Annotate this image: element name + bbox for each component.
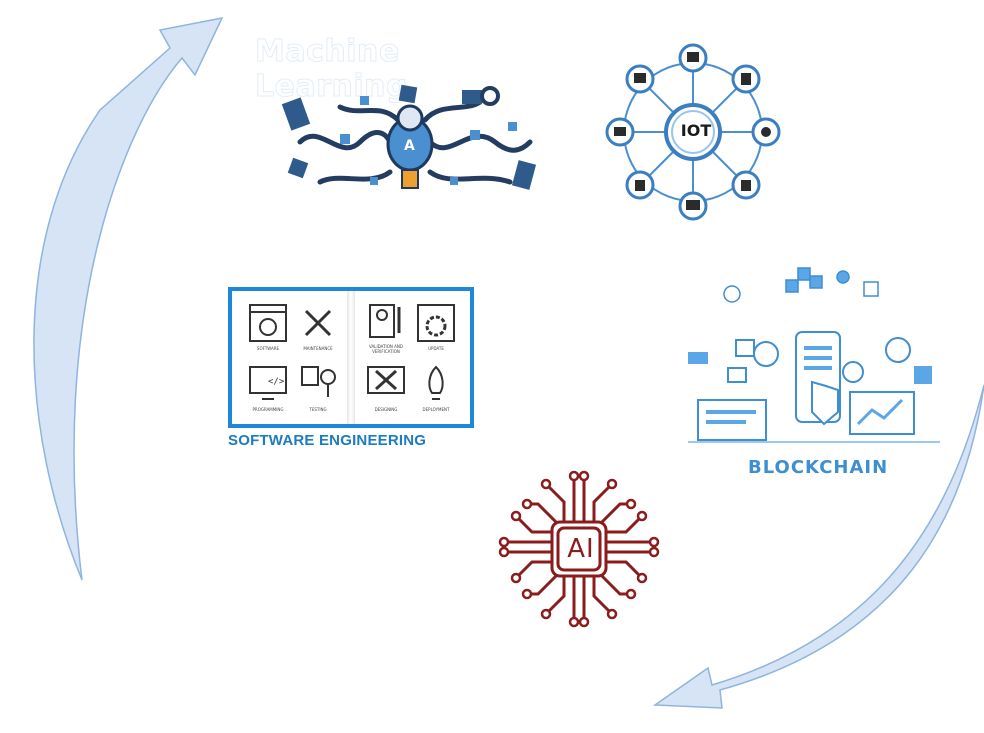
svg-text:</>: </> (268, 377, 285, 387)
blockchain-label: BLOCKCHAIN (748, 457, 889, 478)
book-caption-validation: VALIDATION AND VERIFICATION (369, 344, 403, 354)
book-caption-designing: DESIGNING (374, 407, 398, 412)
programming-icon: </> (249, 366, 287, 400)
book-caption-software: SOFTWARE (256, 346, 280, 351)
maintenance-icon (304, 309, 332, 337)
iot-label: IOT (680, 121, 712, 140)
update-icon (417, 304, 455, 342)
software-engineering-book: </> SOFTWARE MAINTENANCE VALIDATION AND … (228, 287, 474, 428)
book-caption-testing: TESTING (309, 407, 327, 412)
iot-hub-diagram (605, 43, 781, 221)
testing-icon (301, 366, 336, 397)
blockchain-illustration (688, 267, 940, 443)
book-caption-maintenance: MAINTENANCE (303, 346, 333, 351)
book-caption-deployment: DEPLOYMENT (422, 407, 450, 412)
book-caption-update: UPDATE (428, 346, 444, 351)
ai-chip-illustration (498, 470, 660, 628)
ai-label: AI (567, 534, 595, 564)
software-engineering-label: SOFTWARE ENGINEERING (228, 432, 427, 449)
validation-and-verification-icon (369, 304, 401, 338)
book-spine (347, 291, 355, 424)
software-icon (249, 304, 287, 342)
book-caption-programming: PROGRAMMING (252, 407, 284, 412)
machine-learning-title: Machine Learning (255, 34, 408, 105)
deployment-icon (428, 365, 444, 400)
designing-icon (367, 366, 405, 394)
machine-learning-illustration: A (281, 84, 537, 190)
svg-text:A: A (404, 138, 415, 154)
